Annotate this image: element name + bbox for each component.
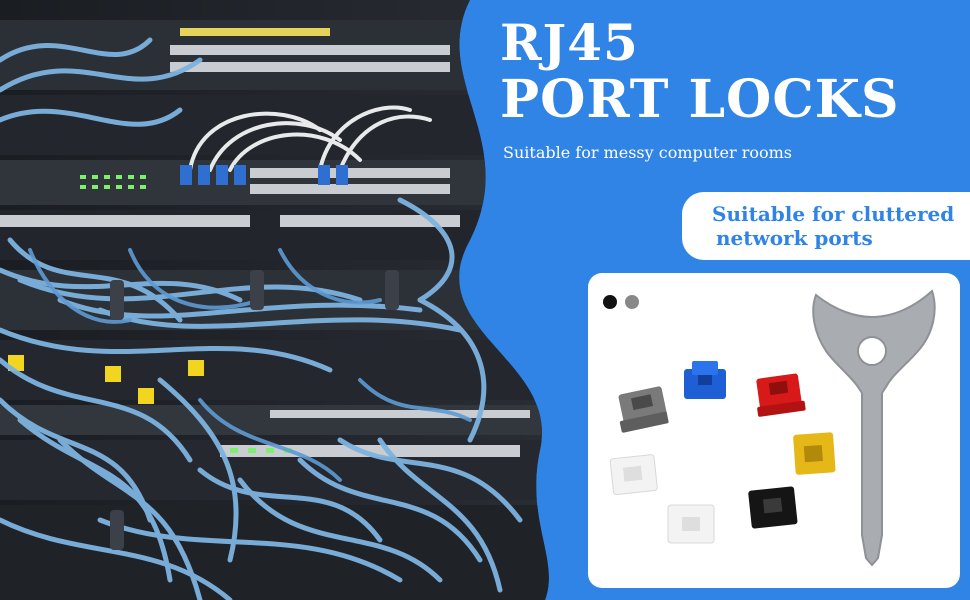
- white-port-lock: [609, 454, 658, 496]
- headline-line-2: PORT LOCKS: [500, 69, 900, 130]
- feature-badge-line-2: network ports: [716, 226, 873, 250]
- headline-line-1: RJ45: [500, 13, 639, 72]
- product-illustration: [603, 289, 936, 567]
- product-card: [588, 273, 960, 588]
- removal-key-icon: [812, 289, 936, 567]
- swatch-gray: [625, 295, 639, 309]
- tagline: Suitable for messy computer rooms: [503, 143, 792, 162]
- black-port-lock: [748, 486, 798, 529]
- white-port-lock: [667, 504, 715, 544]
- feature-badge: Suitable for cluttered network ports: [682, 192, 970, 260]
- yellow-port-lock: [793, 432, 836, 475]
- gray-port-lock: [618, 386, 669, 433]
- headline: RJ45 PORT LOCKS: [500, 18, 900, 126]
- swatch-black: [603, 295, 617, 309]
- blue-port-lock: [684, 361, 726, 399]
- red-port-lock: [756, 373, 806, 417]
- feature-badge-line-1: Suitable for cluttered: [712, 202, 955, 226]
